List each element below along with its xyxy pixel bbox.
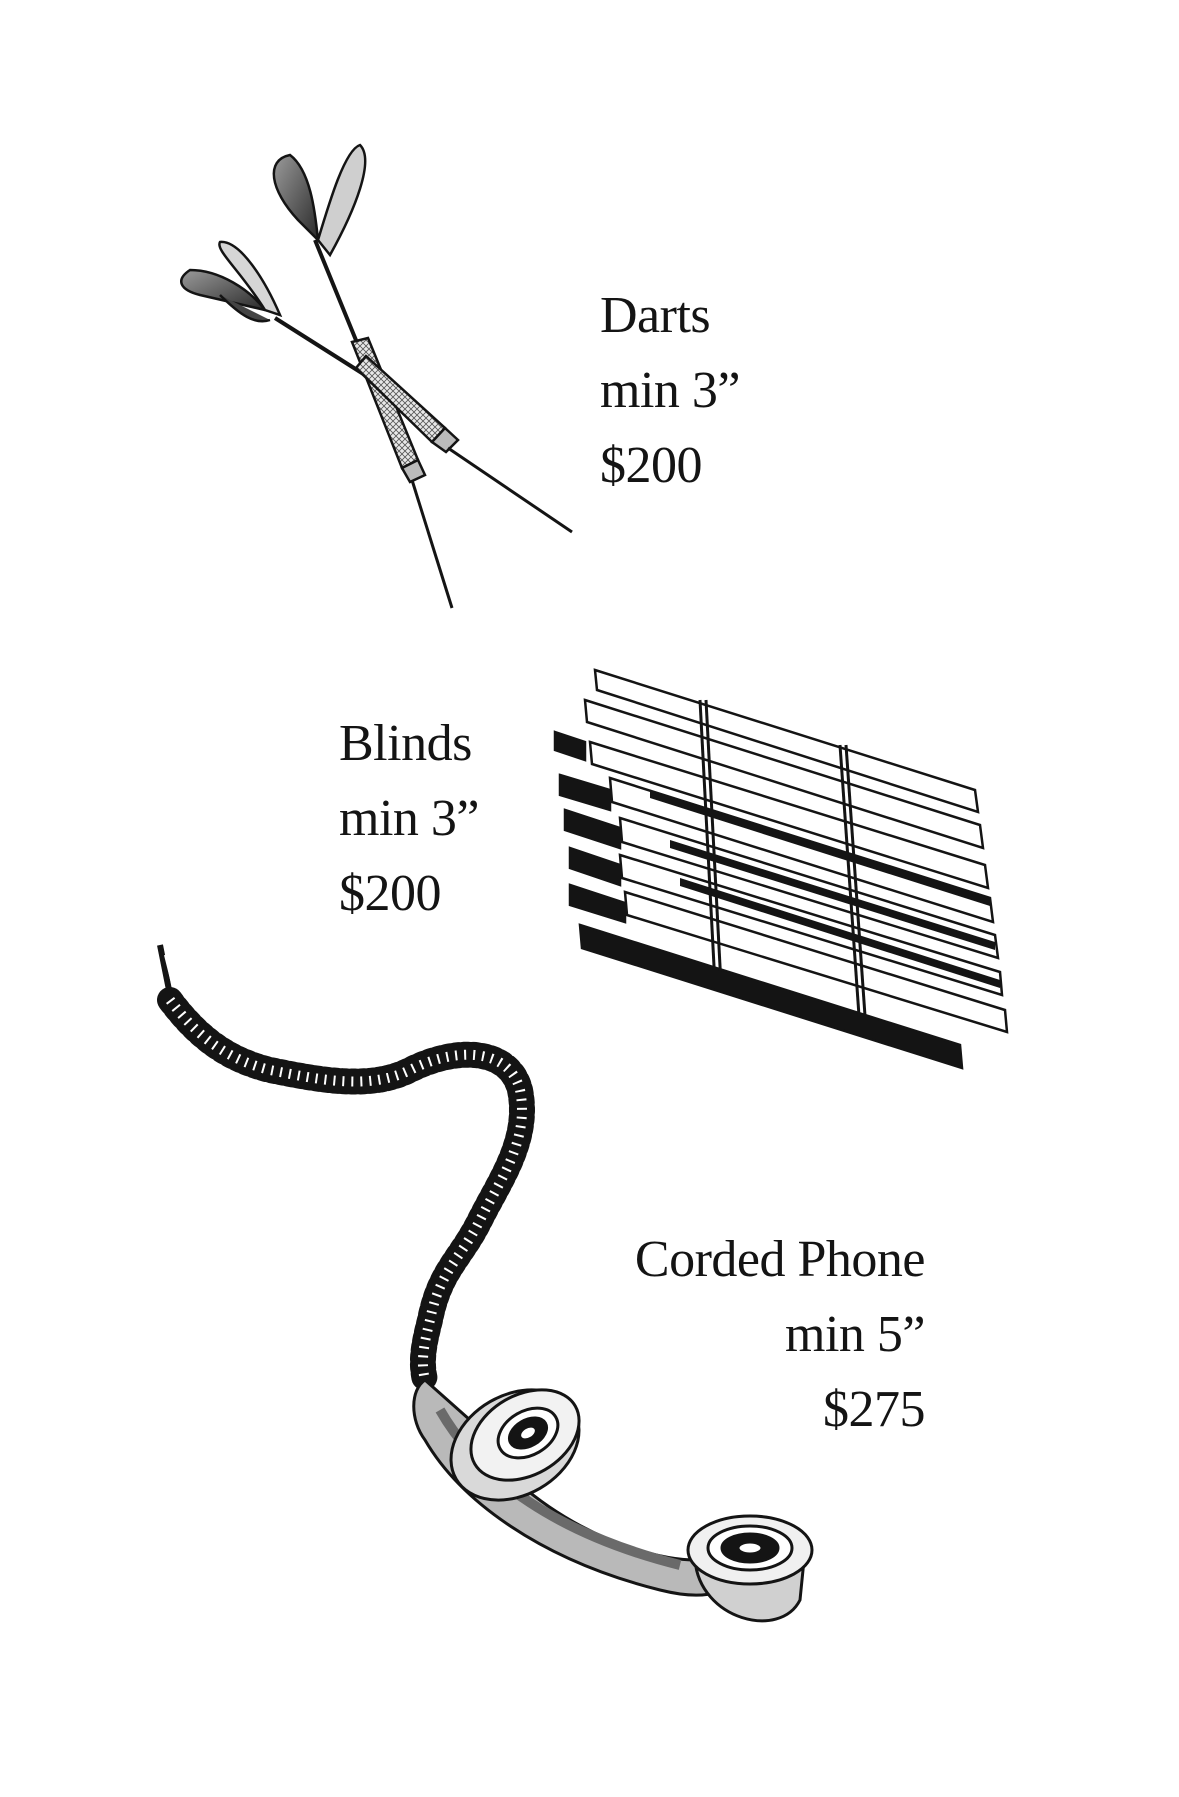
phone-cord	[157, 944, 535, 1393]
blind-cords	[698, 699, 868, 1031]
corded-phone-label: Corded Phone min 5” $275	[560, 1222, 926, 1447]
blinds-price: $200	[339, 865, 441, 922]
blinds-label: Blinds min 3” $200	[339, 706, 479, 931]
darts-price: $200	[600, 437, 702, 494]
phone-handset	[412, 1378, 814, 1623]
dart-shallow	[180, 240, 573, 534]
blinds-name: Blinds	[339, 715, 472, 772]
darts-label: Darts min 3” $200	[600, 278, 740, 503]
corded-phone-price: $275	[823, 1381, 926, 1438]
dart-steep	[272, 143, 454, 609]
corded-phone-size: min 5”	[785, 1306, 925, 1363]
darts-size: min 3”	[600, 362, 740, 419]
blind-shadows	[650, 790, 1000, 988]
blinds-icon	[553, 668, 1009, 1070]
blinds-size: min 3”	[339, 790, 479, 847]
darts-name: Darts	[600, 287, 711, 344]
corded-phone-name: Corded Phone	[634, 1231, 926, 1288]
darts-icon	[180, 143, 573, 609]
corded-phone-icon	[157, 944, 814, 1623]
